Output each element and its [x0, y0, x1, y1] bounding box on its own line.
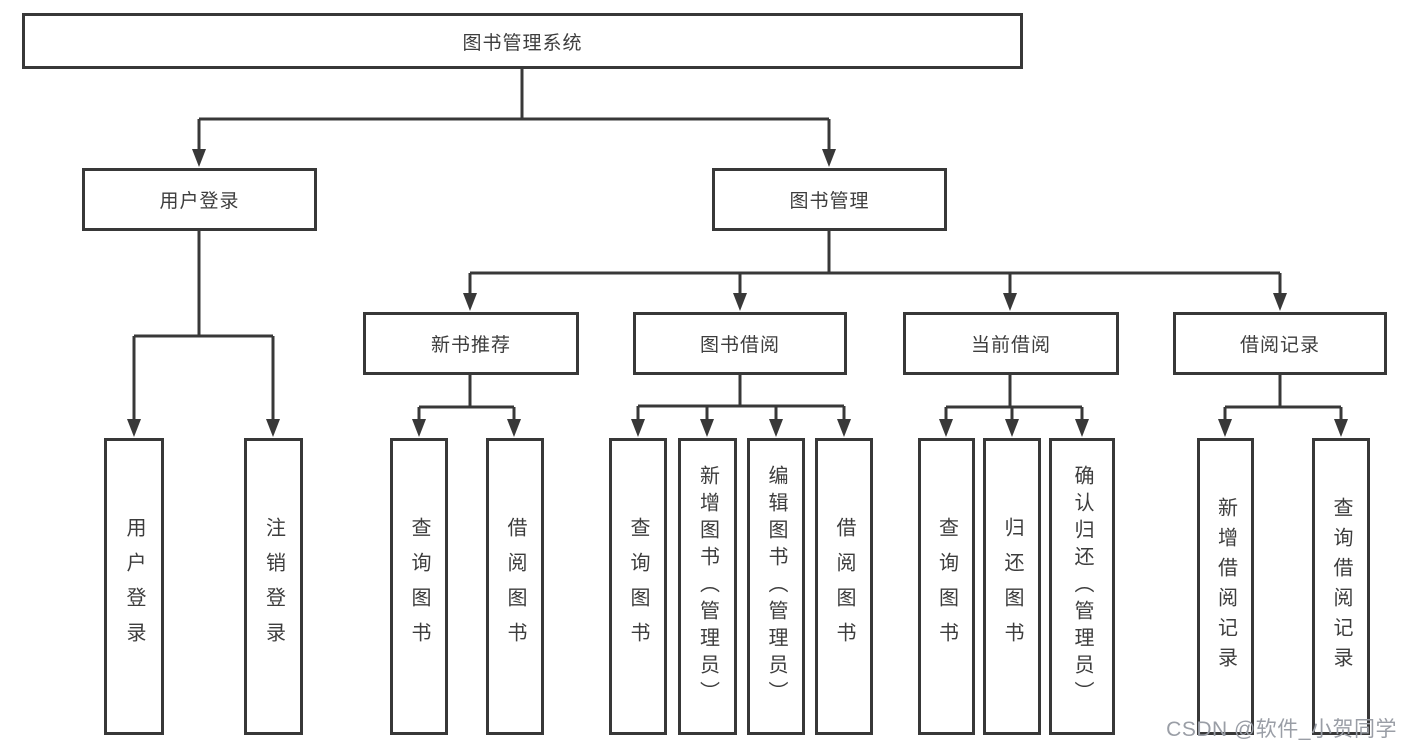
node-book-management-label: 图书管理 [789, 191, 870, 212]
node-user-login: 用户登录 [82, 168, 317, 231]
leaf-current-confirm-admin: 确认归还（管理员） [1049, 438, 1115, 735]
leaf-borrow-query: 查询图书 [609, 438, 667, 735]
leaf-user-login-label: 用户登录 [123, 516, 145, 657]
node-book-borrow: 图书借阅 [633, 312, 847, 375]
watermark: CSDN @软件_小贺同学 [1166, 718, 1397, 741]
node-borrow-records-label: 借阅记录 [1239, 335, 1320, 356]
leaf-borrow-add-admin: 新增图书（管理员） [678, 438, 737, 735]
leaf-records-query: 查询借阅记录 [1312, 438, 1370, 735]
leaf-records-add: 新增借阅记录 [1197, 438, 1254, 735]
leaf-current-return: 归还图书 [983, 438, 1041, 735]
leaf-newbook-query: 查询图书 [390, 438, 448, 735]
node-book-management: 图书管理 [712, 168, 947, 231]
leaf-borrow-borrow-label: 借阅图书 [833, 516, 855, 657]
node-root-label: 图书管理系统 [462, 32, 583, 54]
leaf-logout: 注销登录 [244, 438, 303, 735]
leaf-newbook-borrow: 借阅图书 [486, 438, 544, 735]
node-book-borrow-label: 图书借阅 [699, 335, 780, 356]
node-current-borrow-label: 当前借阅 [970, 335, 1051, 356]
node-new-book-recommend-label: 新书推荐 [430, 335, 511, 356]
leaf-borrow-borrow: 借阅图书 [815, 438, 873, 735]
leaf-borrow-edit-admin: 编辑图书（管理员） [747, 438, 805, 735]
node-new-book-recommend: 新书推荐 [363, 312, 579, 375]
leaf-borrow-add-admin-label: 新增图书（管理员） [696, 465, 719, 708]
leaf-newbook-borrow-label: 借阅图书 [504, 516, 526, 657]
node-borrow-records: 借阅记录 [1173, 312, 1387, 375]
leaf-borrow-query-label: 查询图书 [627, 516, 649, 657]
leaf-borrow-edit-admin-label: 编辑图书（管理员） [765, 465, 787, 708]
leaf-current-query: 查询图书 [918, 438, 975, 735]
leaf-logout-label: 注销登录 [262, 516, 285, 657]
leaf-newbook-query-label: 查询图书 [408, 516, 430, 657]
leaf-current-return-label: 归还图书 [1001, 516, 1023, 657]
leaf-current-query-label: 查询图书 [935, 516, 958, 657]
leaf-records-add-label: 新增借阅记录 [1214, 496, 1237, 677]
leaf-user-login: 用户登录 [104, 438, 164, 735]
node-user-login-label: 用户登录 [159, 191, 240, 212]
leaf-records-query-label: 查询借阅记录 [1330, 496, 1352, 677]
arrowheads [127, 149, 1348, 437]
node-current-borrow: 当前借阅 [903, 312, 1119, 375]
node-root: 图书管理系统 [22, 13, 1023, 69]
leaf-current-confirm-admin-label: 确认归还（管理员） [1071, 465, 1093, 708]
